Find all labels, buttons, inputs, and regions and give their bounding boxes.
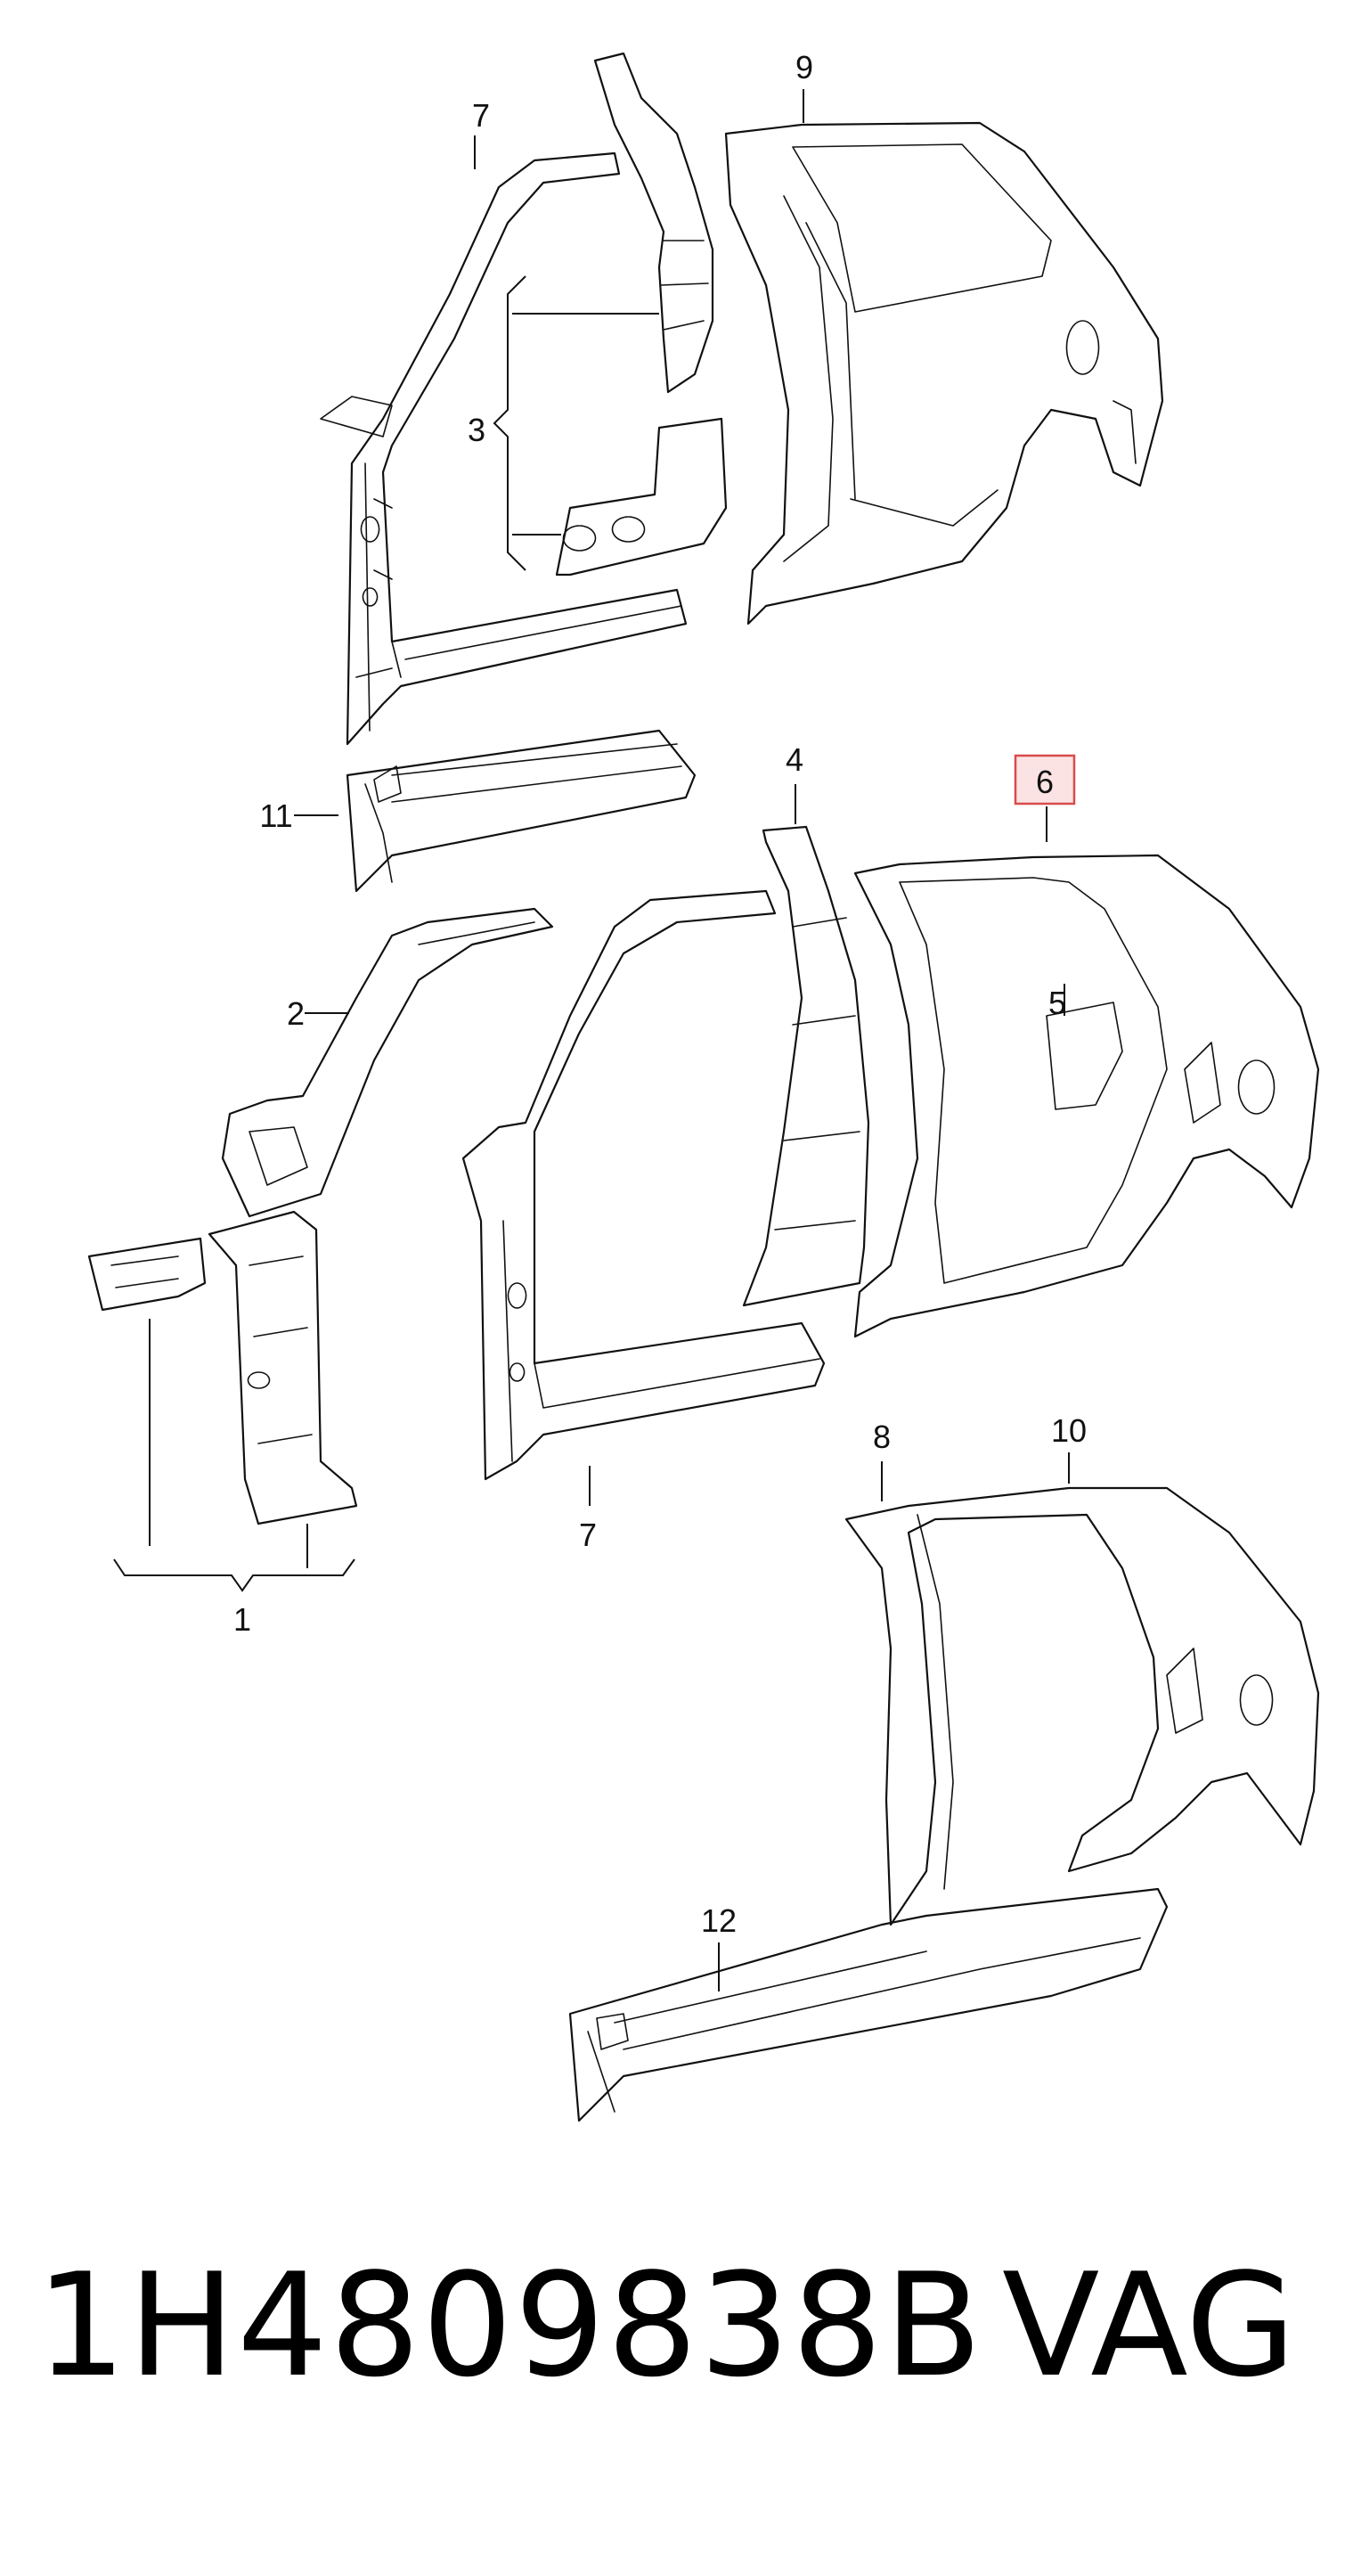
callout-label-10: 10	[1051, 1412, 1087, 1449]
part-1-pieces	[87, 1210, 358, 1525]
callout-label-2: 2	[287, 995, 305, 1032]
callout-label-12: 12	[701, 1902, 737, 1939]
callout-label-6: 6	[1036, 764, 1054, 800]
part-7-lower-door-frame	[461, 889, 826, 1481]
part-4-b-pillar	[742, 825, 870, 1307]
callout-label-7-middle: 7	[579, 1517, 597, 1553]
part-7-upper-door-frame	[320, 151, 688, 746]
part-12-long-sill	[568, 1887, 1169, 2122]
bracket-3	[493, 275, 526, 571]
bracket-1	[113, 1558, 355, 1592]
brand-caption: VAG	[1002, 2242, 1296, 2408]
part-3-pillar-pieces	[555, 52, 728, 577]
callout-label-8: 8	[873, 1419, 891, 1455]
callout-label-9: 9	[795, 49, 813, 86]
part-11-sill	[346, 729, 697, 893]
callout-label-7-top: 7	[472, 97, 490, 134]
part-6-side-panel	[853, 854, 1320, 1338]
part-10-side-panel-5door	[844, 1486, 1320, 1926]
callout-label-4: 4	[786, 741, 803, 778]
callout-6-highlight	[1014, 754, 1076, 806]
callout-label-3: 3	[468, 412, 485, 448]
callout-label-11: 11	[259, 797, 292, 834]
callout-label-5: 5	[1048, 985, 1066, 1021]
callout-label-1: 1	[233, 1601, 251, 1638]
part-9-side-panel-3door	[724, 121, 1164, 626]
part-number-caption: 1H4809838B	[36, 2242, 984, 2408]
part-2-a-pillar	[221, 907, 554, 1218]
